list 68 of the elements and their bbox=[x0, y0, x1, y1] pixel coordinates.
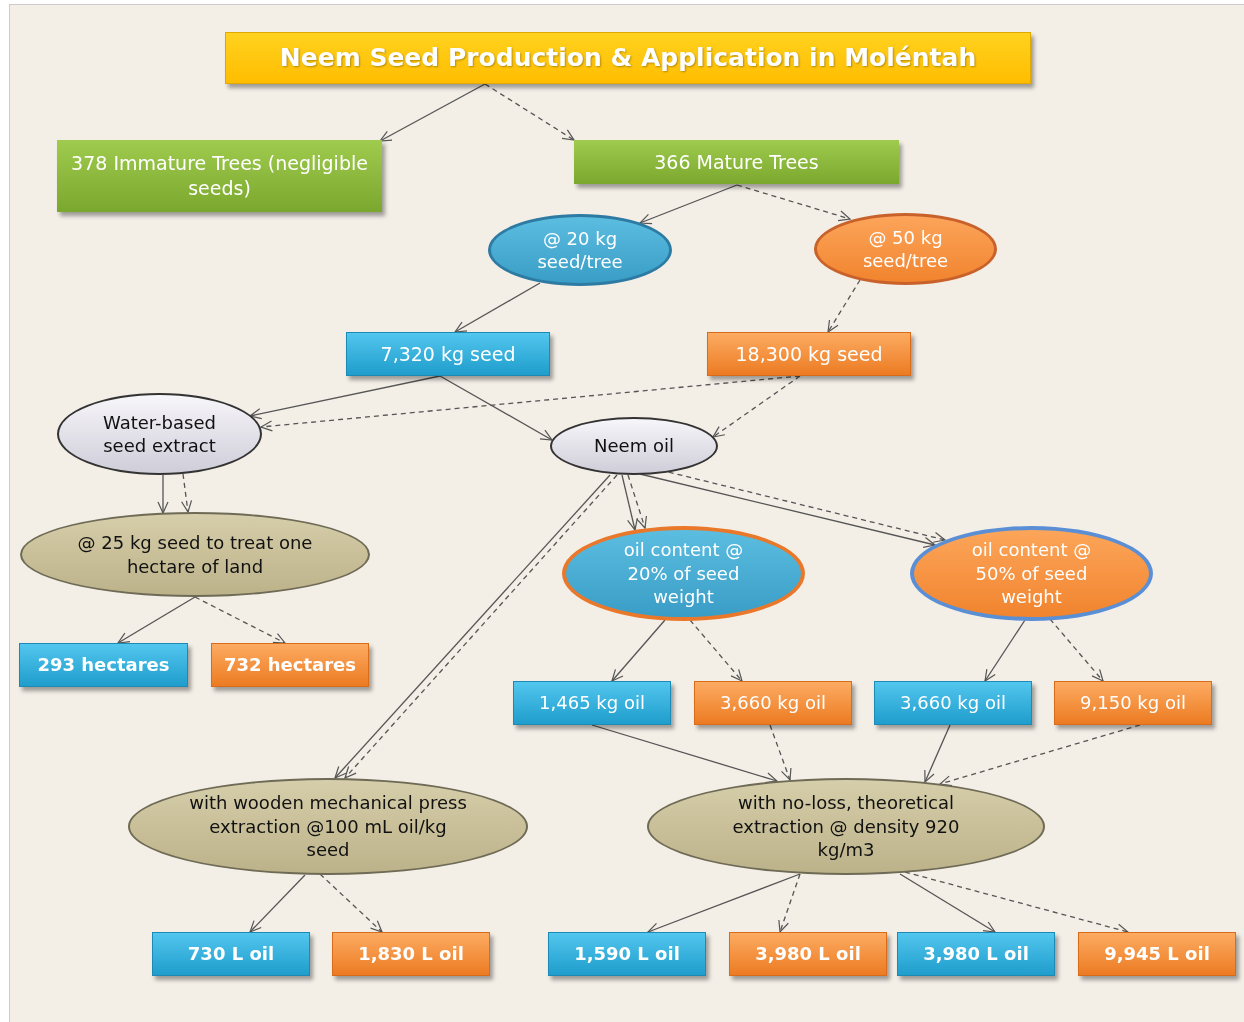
arrow bbox=[194, 596, 286, 644]
node-text: 732 hectares bbox=[223, 653, 357, 677]
process-box bbox=[548, 932, 706, 976]
process-box bbox=[874, 681, 1032, 725]
process-box bbox=[707, 332, 911, 376]
arrow bbox=[157, 474, 169, 514]
arrow bbox=[689, 619, 743, 682]
process-box bbox=[57, 140, 382, 212]
node-text: Neem oil bbox=[594, 434, 674, 458]
arrow bbox=[827, 279, 861, 333]
process-box bbox=[1054, 681, 1212, 725]
node-text: @ 25 kg seed to treat one hectare of land bbox=[76, 531, 314, 578]
title-text: Neem Seed Production & Application in Moléntah bbox=[279, 41, 977, 74]
node-text: oil content @ 20% of seed weight bbox=[622, 538, 745, 609]
arrow bbox=[484, 83, 575, 141]
node-text: 378 Immature Trees (negligible seeds) bbox=[70, 151, 369, 201]
node-text: with wooden mechanical press extraction @100 mL oil/kg seed bbox=[188, 791, 468, 862]
process-box bbox=[729, 932, 887, 976]
arrow bbox=[1049, 618, 1104, 682]
node-text: 730 L oil bbox=[187, 942, 275, 966]
arrow bbox=[769, 724, 792, 781]
node-text: 1,830 L oil bbox=[358, 942, 464, 966]
arrow bbox=[591, 724, 778, 784]
arrow bbox=[639, 184, 738, 225]
title-banner bbox=[225, 32, 1031, 84]
node-text: oil content @ 50% of seed weight bbox=[970, 538, 1093, 609]
arrow bbox=[712, 375, 801, 438]
arrow bbox=[924, 724, 951, 783]
process-box bbox=[19, 643, 188, 687]
arrow bbox=[379, 83, 486, 142]
node-text: 3,980 L oil bbox=[755, 942, 861, 966]
arrow bbox=[181, 473, 193, 513]
arrow bbox=[647, 873, 801, 934]
node-text: @ 20 kg seed/tree bbox=[536, 226, 624, 274]
node-text: 1,465 kg oil bbox=[539, 691, 645, 715]
node-text: with no-loss, theoretical extraction @ density 920 kg/m3 bbox=[731, 791, 961, 862]
arrow bbox=[611, 619, 666, 682]
node-text: 366 Mature Trees bbox=[654, 149, 819, 175]
process-box bbox=[346, 332, 550, 376]
process-box bbox=[694, 681, 852, 725]
process-box bbox=[332, 932, 490, 976]
node-text: 293 hectares bbox=[37, 653, 170, 677]
process-box bbox=[574, 140, 899, 184]
arrow bbox=[627, 474, 647, 529]
arrow bbox=[249, 375, 441, 420]
process-box bbox=[1078, 932, 1236, 976]
arrow bbox=[736, 184, 851, 222]
node-text: @ 50 kg seed/tree bbox=[861, 225, 950, 273]
process-box bbox=[513, 681, 671, 725]
arrow bbox=[899, 873, 996, 933]
arrow bbox=[984, 619, 1026, 682]
node-text: 18,300 kg seed bbox=[735, 341, 883, 367]
node-text: 3,980 L oil bbox=[923, 942, 1029, 966]
node-text: Water-based seed extract bbox=[102, 410, 217, 458]
arrow bbox=[439, 375, 553, 441]
node-text: 9,945 L oil bbox=[1104, 942, 1210, 966]
node-text: 1,590 L oil bbox=[574, 942, 680, 966]
node-text: 7,320 kg seed bbox=[380, 341, 516, 367]
arrow bbox=[778, 873, 801, 933]
arrow bbox=[249, 874, 306, 933]
process-box bbox=[152, 932, 310, 976]
arrow bbox=[117, 596, 196, 644]
process-box bbox=[897, 932, 1055, 976]
process-box bbox=[211, 643, 369, 687]
node-text: 3,660 kg oil bbox=[720, 691, 826, 715]
arrow bbox=[319, 873, 383, 933]
node-text: 3,660 kg oil bbox=[900, 691, 1006, 715]
node-text: 9,150 kg oil bbox=[1080, 691, 1186, 715]
